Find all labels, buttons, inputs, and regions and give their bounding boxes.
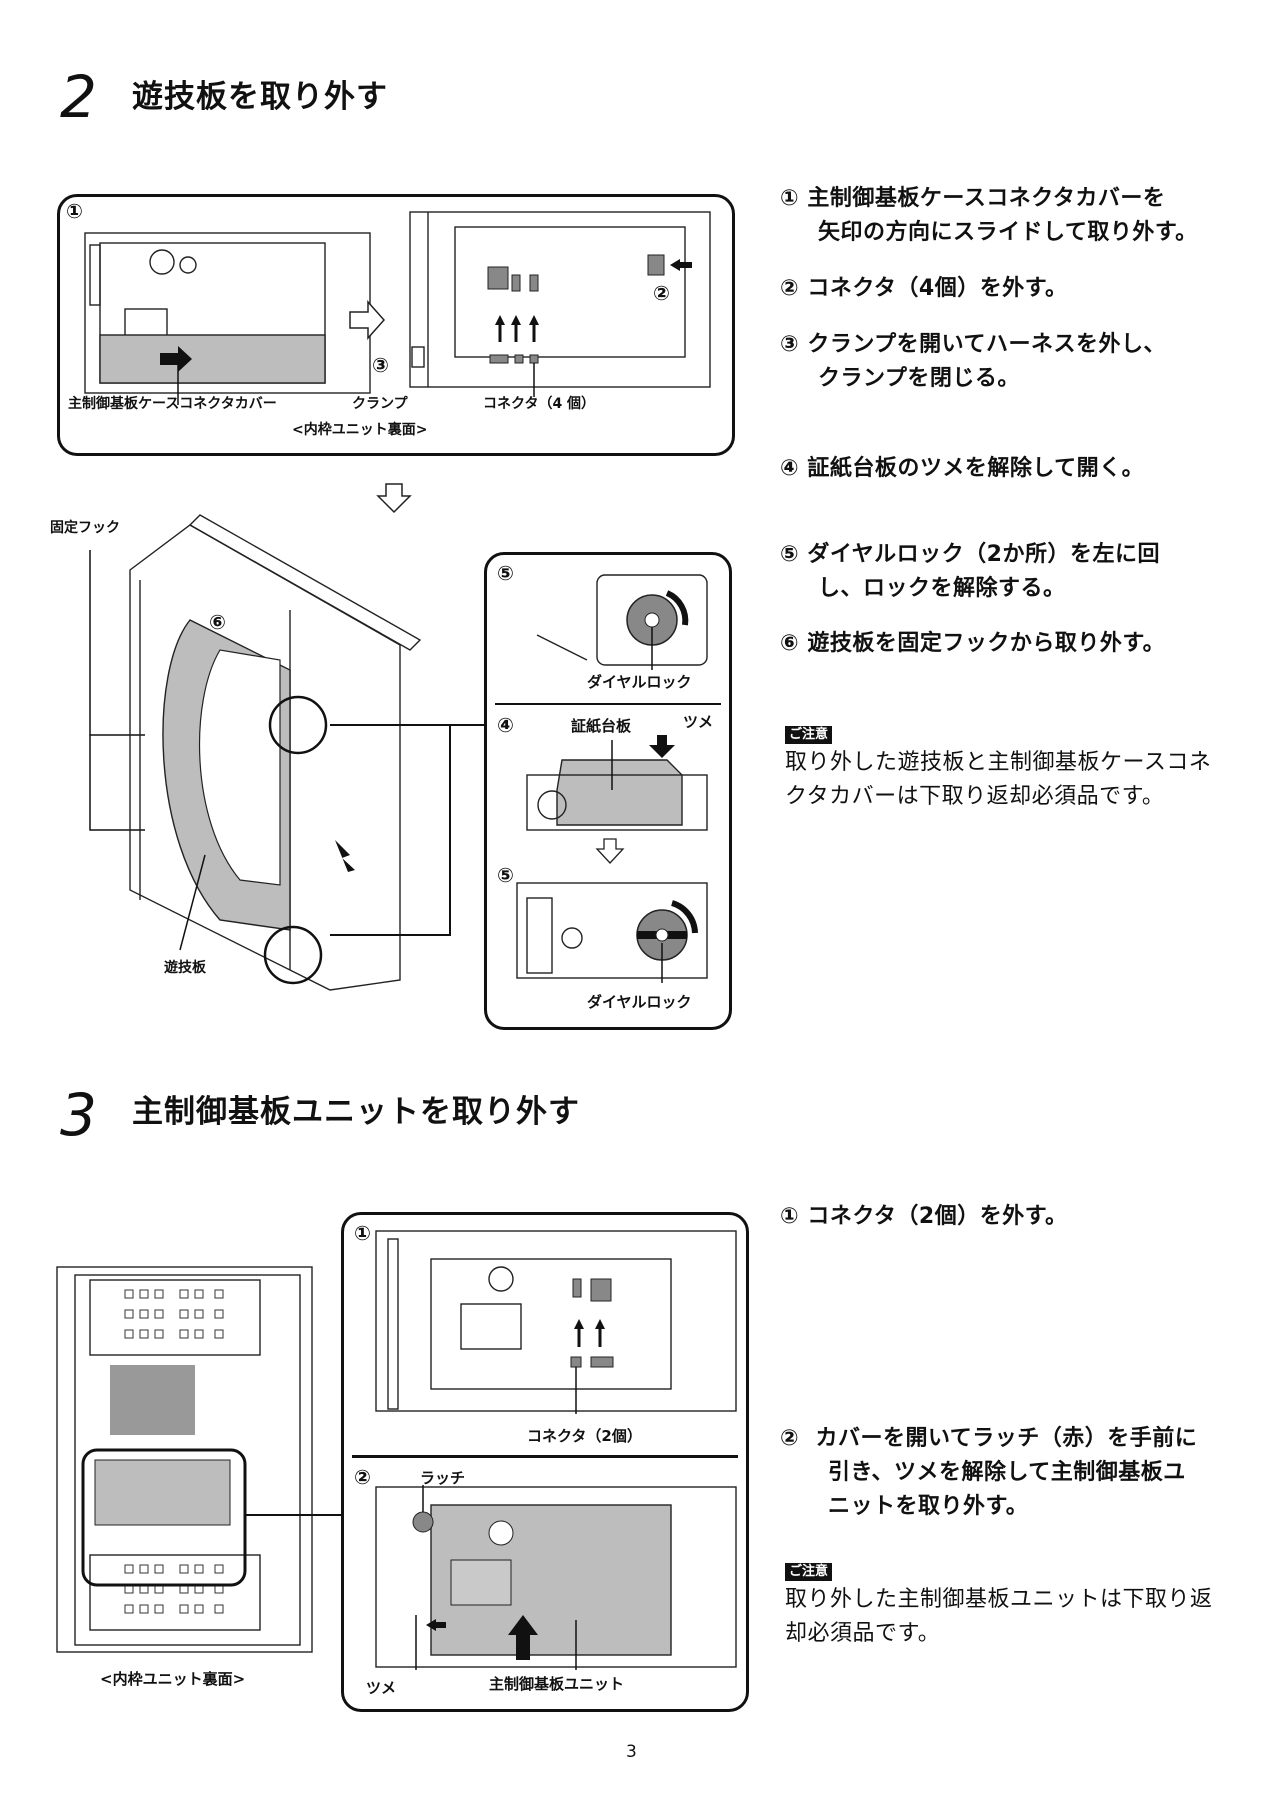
label-clamp: クランプ [352,396,408,412]
caution-badge: ご注意 [785,1563,833,1581]
step-marker: ② [780,1426,800,1451]
step-marker: ① [66,199,83,223]
main-board-diagram-1 [375,1230,737,1414]
step-marker: ③ [780,332,800,357]
step-text: クランプを閉じる。 [818,366,1020,391]
label-latch: ラッチ [420,1469,466,1487]
step-text: ニットを取り外す。 [828,1494,1029,1519]
step-text: 証紙台板のツメを解除して開く。 [807,456,1145,481]
step-text: ダイヤルロック（2か所）を左に回 [807,542,1160,567]
label-connector-cover: 主制御基板ケースコネクタカバー [68,396,277,412]
figure-caption: <内枠ユニット裏面> [292,422,428,438]
section-number: 3 [60,1081,97,1149]
cabinet-diagram [89,514,422,991]
step-text: カバーを開いてラッチ（赤）を手前に [815,1426,1198,1451]
figure-dial-lock-detail: ⑤ ダイヤルロック ④ 証紙台板 ツメ ⑤ ダイヤルロック [484,552,732,1030]
arrow-right-icon [349,300,386,340]
step-marker: ⑤ [780,542,800,567]
step-marker: ① [780,1204,800,1229]
caution-section-3: ご注意 取り外した主制御基板ユニットは下取り返却必須品です。 [785,1560,1225,1651]
step-marker: ① [780,186,800,211]
step-2: ② カバーを開いてラッチ（赤）を手前に 引き、ツメを解除して主制御基板ユ ニット… [780,1422,1260,1524]
label-stamp-plate: 証紙台板 [571,717,632,735]
label-connector: コネクタ（2個） [527,1427,642,1445]
label-claw: ツメ [366,1679,397,1697]
step-text: 主制御基板ケースコネクタカバーを [807,186,1166,211]
arrow-down-icon [595,838,625,864]
caution-badge: ご注意 [785,726,833,744]
stamp-plate-diagram [526,735,708,831]
label-main-board-unit: 主制御基板ユニット [489,1675,625,1693]
step-marker: ⑥ [780,631,800,656]
step-text: コネクタ（4個）を外す。 [807,276,1068,301]
divider [352,1455,738,1458]
step-marker: ② [780,276,800,301]
label-claw: ツメ [683,713,714,731]
caution-text: 取り外した遊技板と主制御基板ケースコネクタカバーは下取り返却必須品です。 [785,750,1212,809]
step-marker: ⑥ [209,610,226,634]
dial-lock-diagram-1 [536,574,708,670]
step-text: クランプを開いてハーネスを外し、 [807,332,1166,357]
step-1: ① コネクタ（2個）を外す。 [780,1200,1260,1234]
step-6: ⑥ 遊技板を固定フックから取り外す。 [780,627,1260,661]
step-text: コネクタ（2個）を外す。 [807,1204,1068,1229]
step-marker: ⑤ [497,863,514,887]
label-dial-lock: ダイヤルロック [587,993,692,1011]
figure-main-board-unit: ① コネクタ（2個） ② ラッチ ツメ 主制御基板ユニット [341,1212,749,1712]
label-fixing-hook: 固定フック [50,520,120,536]
dial-lock-diagram-2 [516,882,708,983]
step-3: ③ クランプを開いてハーネスを外し、 クランプを閉じる。 [780,328,1260,396]
leader-lines [330,724,490,936]
step-text: し、ロックを解除する。 [818,576,1066,601]
step-1: ① 主制御基板ケースコネクタカバーを 矢印の方向にスライドして取り外す。 [780,182,1260,250]
step-marker: ④ [497,713,514,737]
label-game-board: 遊技板 [164,960,206,976]
leader-line [294,1514,344,1516]
step-4: ④ 証紙台板のツメを解除して開く。 [780,452,1260,486]
main-board-diagram-2 [375,1485,737,1670]
page-number: 3 [626,1742,637,1762]
step-text: 遊技板を固定フックから取り外す。 [807,631,1166,656]
inner-frame-diagram [56,1266,313,1653]
divider [495,703,721,705]
step-text: 引き、ツメを解除して主制御基板ユ [828,1460,1186,1485]
step-2: ② コネクタ（4個）を外す。 [780,272,1260,306]
step-5: ⑤ ダイヤルロック（2か所）を左に回 し、ロックを解除する。 [780,538,1260,606]
section-number: 2 [60,63,97,131]
step-marker: ④ [780,456,800,481]
step-marker: ③ [372,353,389,377]
step-marker: ② [653,281,670,305]
board-diagram-left [84,232,371,405]
caution-section-2: ご注意 取り外した遊技板と主制御基板ケースコネクタカバーは下取り返却必須品です。 [785,723,1225,814]
section-title: 主制御基板ユニットを取り外す [132,1094,580,1130]
label-dial-lock: ダイヤルロック [587,673,692,691]
section-title: 遊技板を取り外す [132,79,388,115]
label-connector: コネクタ（4 個） [483,396,596,412]
arrow-down-icon [376,483,412,514]
step-marker: ② [354,1465,371,1489]
step-marker: ⑤ [497,561,514,585]
step-text: 矢印の方向にスライドして取り外す。 [818,220,1198,245]
caution-text: 取り外した主制御基板ユニットは下取り返却必須品です。 [785,1587,1213,1646]
figure-caption: <内枠ユニット裏面> [100,1670,246,1688]
step-marker: ① [354,1221,371,1245]
figure-connector-cover: ① ② ③ 主制御基板ケースコネクタカバー クランプ コ [57,194,735,456]
board-diagram-right [409,211,711,397]
